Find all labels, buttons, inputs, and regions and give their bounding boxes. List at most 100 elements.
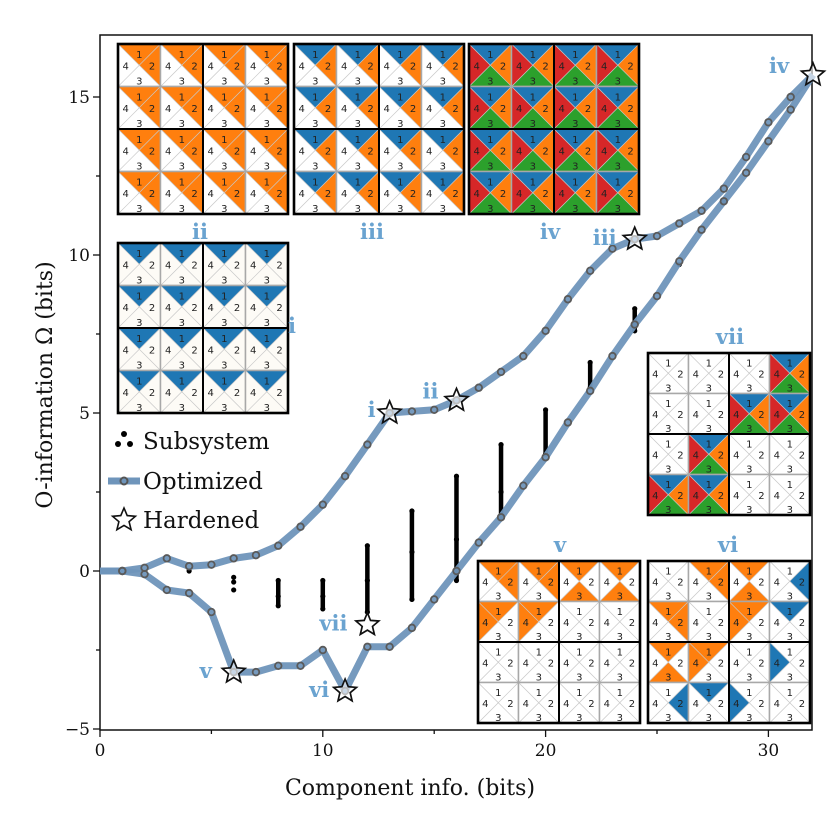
tile-number: 1 bbox=[746, 566, 752, 577]
tile-number: 2 bbox=[276, 61, 282, 72]
optimized-marker bbox=[363, 642, 372, 652]
tile-number: 3 bbox=[615, 76, 621, 87]
tile-number: 4 bbox=[733, 618, 739, 629]
tile-number: 2 bbox=[149, 260, 155, 271]
tile-number: 1 bbox=[706, 480, 712, 491]
tile-number: 3 bbox=[221, 204, 227, 215]
tile-number: 2 bbox=[588, 699, 594, 710]
tile-number: 2 bbox=[627, 61, 633, 72]
tile-number: 3 bbox=[746, 632, 752, 643]
tile-number: 2 bbox=[507, 699, 513, 710]
tile-number: 3 bbox=[787, 505, 793, 516]
tile-number: 1 bbox=[536, 566, 542, 577]
tile-number: 1 bbox=[746, 399, 752, 410]
tile-number: 3 bbox=[665, 632, 671, 643]
tile-number: 1 bbox=[221, 377, 227, 388]
tile-number: 3 bbox=[572, 119, 578, 130]
tile-number: 3 bbox=[264, 161, 270, 172]
tile-number: 2 bbox=[507, 577, 513, 588]
tile-number: 4 bbox=[652, 577, 658, 588]
tile-number: 3 bbox=[179, 204, 185, 215]
tile-number: 4 bbox=[523, 699, 529, 710]
tile-number: 1 bbox=[536, 688, 542, 699]
tile-number: 1 bbox=[179, 178, 185, 189]
tile-number: 1 bbox=[615, 50, 621, 61]
tile-number: 3 bbox=[440, 119, 446, 130]
tile-number: 4 bbox=[298, 189, 304, 200]
optimized-line-icon bbox=[108, 476, 140, 486]
tile-number: 2 bbox=[191, 388, 197, 399]
tile-number: 3 bbox=[787, 632, 793, 643]
tile-number: 1 bbox=[264, 249, 270, 260]
legend-label-hardened: Hardened bbox=[143, 508, 260, 534]
tile-number: 3 bbox=[397, 76, 403, 87]
tile-number: 3 bbox=[136, 204, 142, 215]
tile-number: 2 bbox=[548, 618, 554, 629]
tile-number: 2 bbox=[507, 618, 513, 629]
optimized-marker bbox=[630, 320, 639, 329]
tile-number: 2 bbox=[677, 450, 683, 461]
tile-number: 4 bbox=[601, 146, 607, 157]
tile-number: 2 bbox=[758, 658, 764, 669]
tile-number: 3 bbox=[264, 119, 270, 130]
tile-number: 3 bbox=[665, 424, 671, 435]
tile-number: 4 bbox=[563, 618, 569, 629]
tile-number: 1 bbox=[576, 688, 582, 699]
tile-number: 2 bbox=[718, 369, 724, 380]
tile-number: 1 bbox=[787, 358, 793, 369]
tile-number: 2 bbox=[234, 303, 240, 314]
subsystem-point bbox=[231, 579, 237, 585]
tile-number: 4 bbox=[693, 618, 699, 629]
tile-number: 3 bbox=[487, 76, 493, 87]
tile-number: 3 bbox=[487, 161, 493, 172]
tile-number: 1 bbox=[221, 178, 227, 189]
tile-number: 3 bbox=[179, 161, 185, 172]
tile-number: 4 bbox=[207, 260, 213, 271]
tile-number: 3 bbox=[572, 204, 578, 215]
optimized-marker bbox=[430, 595, 439, 604]
optimized-marker bbox=[474, 383, 483, 392]
tile-number: 1 bbox=[397, 178, 403, 189]
tile-number: 3 bbox=[706, 632, 712, 643]
x-tick-label: 0 bbox=[95, 741, 106, 761]
tile-number: 2 bbox=[234, 104, 240, 115]
tile-number: 3 bbox=[495, 672, 501, 683]
optimized-marker bbox=[652, 231, 662, 241]
tile-number: 1 bbox=[397, 93, 403, 104]
tile-number: 2 bbox=[542, 189, 548, 200]
tile-number: 4 bbox=[733, 658, 739, 669]
tile-number: 1 bbox=[221, 292, 227, 303]
tile-number: 1 bbox=[179, 377, 185, 388]
tile-number: 4 bbox=[516, 189, 522, 200]
tile-number: 4 bbox=[774, 577, 780, 588]
hardened-star-icon bbox=[220, 657, 248, 684]
tile-number: 2 bbox=[367, 104, 373, 115]
tile-number: 3 bbox=[397, 119, 403, 130]
tile-number: 4 bbox=[207, 345, 213, 356]
tile-number: 3 bbox=[495, 632, 501, 643]
tile-number: 1 bbox=[617, 607, 623, 618]
tile-number: 1 bbox=[487, 93, 493, 104]
tile-number: 1 bbox=[264, 50, 270, 61]
tile-number: 1 bbox=[746, 358, 752, 369]
tile-number: 3 bbox=[706, 383, 712, 394]
tile-number: 1 bbox=[746, 688, 752, 699]
tile-number: 1 bbox=[615, 93, 621, 104]
tile-number: 4 bbox=[165, 303, 171, 314]
optimized-markers bbox=[118, 92, 795, 696]
tile-number: 1 bbox=[787, 439, 793, 450]
tile-number: 3 bbox=[136, 76, 142, 87]
optimized-marker bbox=[274, 661, 283, 670]
inset-iii: 1234123412341234123412341234123412341234… bbox=[292, 42, 466, 216]
tile-number: 4 bbox=[341, 146, 347, 157]
tile-number: 4 bbox=[298, 61, 304, 72]
tile-number: 3 bbox=[706, 424, 712, 435]
tile-number: 2 bbox=[718, 450, 724, 461]
tile-number: 3 bbox=[665, 713, 671, 724]
tile-number: 1 bbox=[576, 607, 582, 618]
tile-number: 2 bbox=[325, 61, 331, 72]
tile-number: 3 bbox=[615, 161, 621, 172]
tile-number: 3 bbox=[136, 360, 142, 371]
